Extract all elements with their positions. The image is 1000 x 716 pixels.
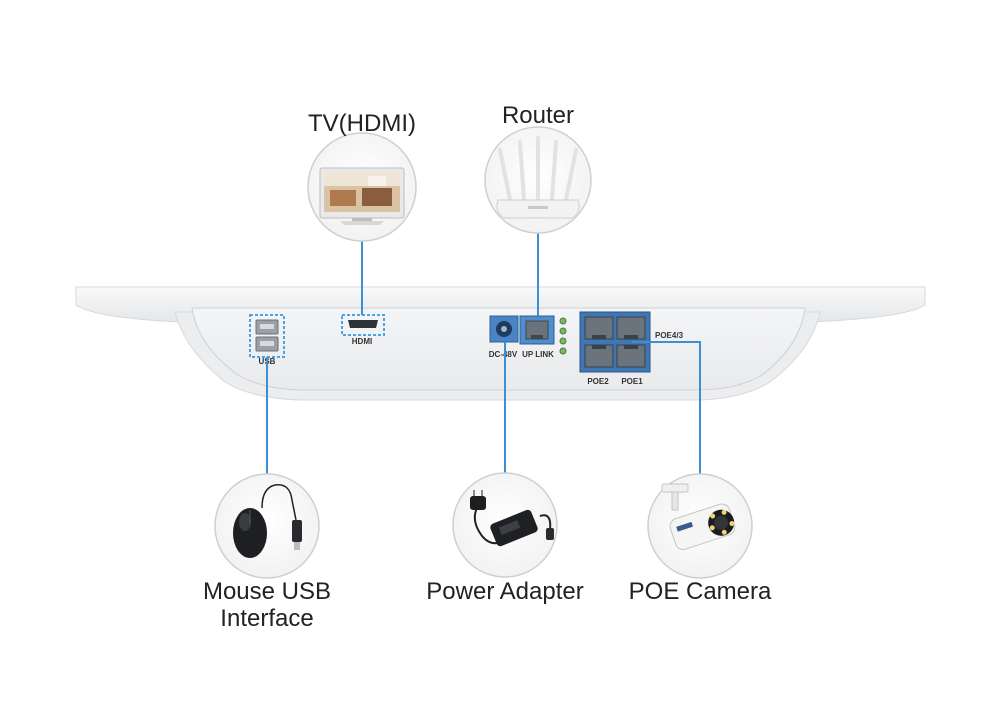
status-leds: [559, 317, 567, 355]
poe-ports: POE4/3 POE2 POE1: [579, 311, 684, 386]
mouse-label-line2: Interface: [220, 605, 314, 632]
power-device-circle: [452, 472, 558, 578]
poe1-label: POE1: [621, 377, 643, 386]
tv-icon: [319, 167, 405, 225]
tv-device-circle: [307, 132, 417, 242]
poe-port-1: [616, 344, 646, 368]
power-label: Power Adapter: [426, 578, 584, 605]
camera-label: POE Camera: [628, 578, 772, 605]
dc-power-port: DC-48V: [489, 315, 519, 359]
mouse-device-circle: [214, 473, 320, 579]
uplink-port: UP LINK: [519, 315, 555, 359]
connector-lines: [266, 232, 701, 475]
camera-icon: [661, 483, 736, 550]
dc-power-label: DC-48V: [489, 350, 518, 359]
mouse-icon: [233, 484, 302, 558]
router-icon: [496, 136, 580, 219]
mouse-label-line1: Mouse USB: [202, 578, 332, 605]
poe-port-3: [616, 316, 646, 340]
router-device-circle: [484, 126, 592, 234]
poe-port-4: [584, 316, 614, 340]
uplink-label: UP LINK: [522, 350, 554, 359]
tv-label: TV(HDMI): [308, 110, 416, 137]
poe-port-2: [584, 344, 614, 368]
poe43-label: POE4/3: [655, 331, 684, 340]
nvr-rear-panel: [191, 307, 806, 391]
nvr-device: [75, 286, 926, 401]
poe2-label: POE2: [587, 377, 609, 386]
power-adapter-icon: [470, 490, 554, 547]
mouse-label: Mouse USB Interface: [187, 578, 347, 632]
router-label: Router: [501, 102, 575, 129]
camera-device-circle: [647, 473, 753, 579]
hdmi-port-label: HDMI: [352, 337, 372, 346]
camera-connector: [632, 341, 701, 475]
